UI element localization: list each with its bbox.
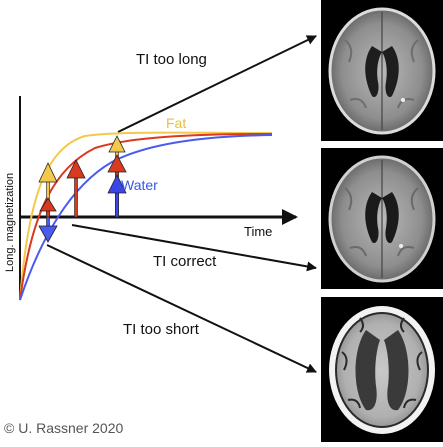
vectors-short-ti <box>38 162 58 243</box>
brain-mri-too-short-icon <box>329 306 435 434</box>
label-fat: Fat <box>166 115 186 131</box>
label-ti-too-short: TI too short <box>123 321 200 338</box>
brain-mri-correct-icon <box>328 155 436 283</box>
fat-curve <box>19 131 273 301</box>
intermediate-curve <box>19 133 273 301</box>
label-ti-correct: TI correct <box>153 253 217 270</box>
arrow-to-correct <box>71 224 317 272</box>
arrow-to-too-long <box>117 35 317 133</box>
copyright-text: © U. Rassner 2020 <box>4 420 123 436</box>
vectors-long-ti <box>107 135 127 218</box>
label-time-axis: Time <box>244 224 272 239</box>
label-water: Water <box>121 177 158 193</box>
label-y-axis: Long. magnetization <box>4 173 16 272</box>
mri-image-too-long <box>321 0 443 141</box>
mri-image-too-short <box>321 297 443 442</box>
brain-mri-too-long-icon <box>328 7 436 135</box>
time-axis-arrowhead <box>282 209 298 225</box>
mri-image-correct <box>321 148 443 289</box>
vectors-correct-ti <box>66 159 86 218</box>
arrow-to-too-short <box>46 244 317 373</box>
label-ti-too-long: TI too long <box>136 51 207 68</box>
water-curve <box>19 134 273 301</box>
